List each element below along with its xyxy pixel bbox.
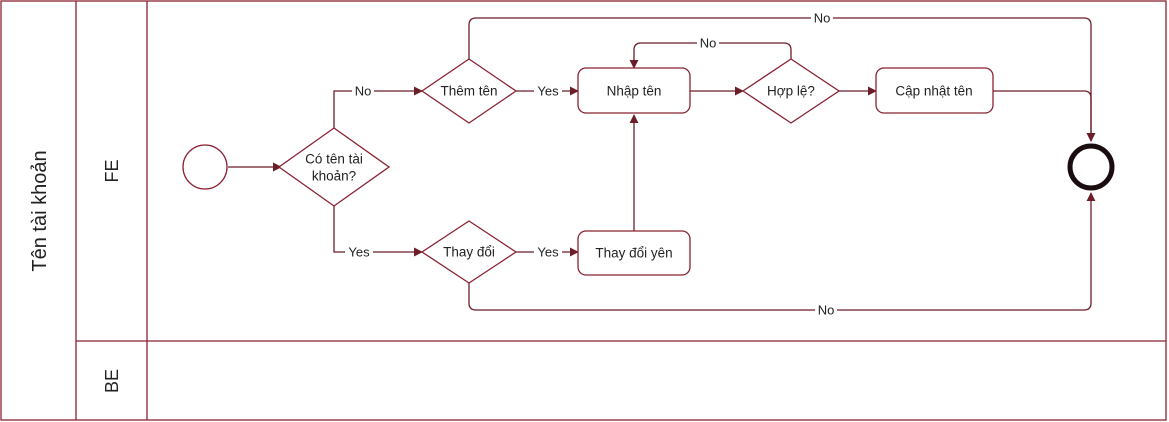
decision-thay-doi-label: Thay đổi: [443, 245, 495, 260]
pool-title: Tên tài khoản: [29, 150, 51, 271]
edge-label-yes: Yes: [537, 245, 559, 260]
task-nhap-ten: [577, 67, 691, 114]
decision-them-ten-label: Thêm tên: [440, 84, 497, 99]
decision-co-ten-tai-khoan-line2: khoản?: [312, 169, 356, 184]
edge-thay-doi-to-end: [468, 192, 1096, 311]
edge-decision-to-them-ten: [333, 86, 423, 128]
end-event: [1067, 143, 1115, 191]
decision-thay-doi: [420, 220, 518, 284]
edge-cap-nhat-to-end: [993, 90, 1096, 142]
decision-hop-le-label: Hợp lệ?: [767, 84, 815, 99]
start-event: [182, 144, 228, 190]
task-cap-nhat-ten-label: Cập nhật tên: [895, 84, 972, 99]
decision-hop-le: [741, 58, 841, 124]
nodes: Có tên tài khoản? Thêm tên Thay đổi Nhập…: [182, 58, 1115, 284]
edge-labels: No Yes Yes Yes No No No: [345, 10, 837, 318]
edge-label-yes: Yes: [537, 84, 559, 99]
task-cap-nhat-ten: [875, 67, 994, 114]
edges: [228, 17, 1096, 311]
task-thay-doi-yen: [577, 230, 691, 276]
lane-title-fe: FE: [102, 159, 122, 182]
task-thay-doi-yen-label: Thay đổi yên: [595, 246, 672, 261]
lane-title-be: BE: [102, 369, 122, 393]
decision-co-ten-tai-khoan-line1: Có tên tài: [305, 152, 363, 167]
edge-label-yes: Yes: [348, 245, 370, 260]
edge-them-ten-to-end: [468, 17, 1096, 142]
decision-co-ten-tai-khoan: [277, 127, 391, 207]
edge-label-no: No: [700, 36, 717, 51]
task-nhap-ten-label: Nhập tên: [607, 84, 662, 99]
edge-label-no: No: [355, 84, 372, 99]
edge-decision-to-thay-doi: [333, 206, 423, 257]
decision-them-ten: [420, 58, 518, 124]
edge-label-no: No: [818, 303, 835, 318]
edge-label-no: No: [814, 11, 831, 26]
